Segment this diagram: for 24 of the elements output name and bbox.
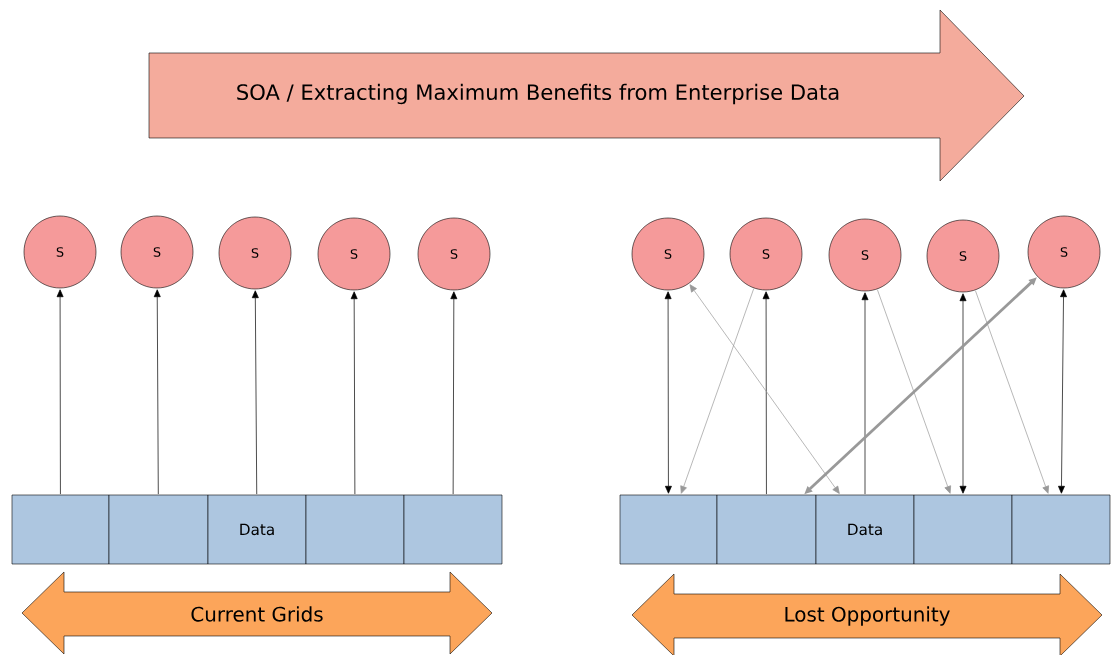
arrow bbox=[56, 289, 64, 495]
data-box bbox=[403, 494, 503, 565]
data-box: Data bbox=[815, 494, 915, 565]
data-box: Data bbox=[207, 494, 307, 565]
arrow bbox=[350, 291, 358, 495]
data-box bbox=[11, 494, 110, 565]
arrow bbox=[251, 290, 259, 495]
data-box bbox=[108, 494, 209, 565]
data-box bbox=[619, 494, 718, 565]
arrow bbox=[664, 291, 672, 494]
data-box bbox=[305, 494, 405, 565]
arrow bbox=[959, 293, 967, 494]
data-box bbox=[716, 494, 817, 565]
arrow bbox=[975, 290, 1049, 494]
arrow bbox=[680, 288, 755, 494]
arrow bbox=[762, 291, 770, 495]
arrow bbox=[689, 284, 840, 494]
arrow bbox=[877, 289, 951, 494]
data-box bbox=[1011, 494, 1111, 565]
arrow bbox=[861, 292, 869, 495]
arrow bbox=[1058, 289, 1067, 494]
data-box bbox=[913, 494, 1013, 565]
arrow bbox=[450, 291, 458, 495]
arrow bbox=[153, 289, 161, 495]
